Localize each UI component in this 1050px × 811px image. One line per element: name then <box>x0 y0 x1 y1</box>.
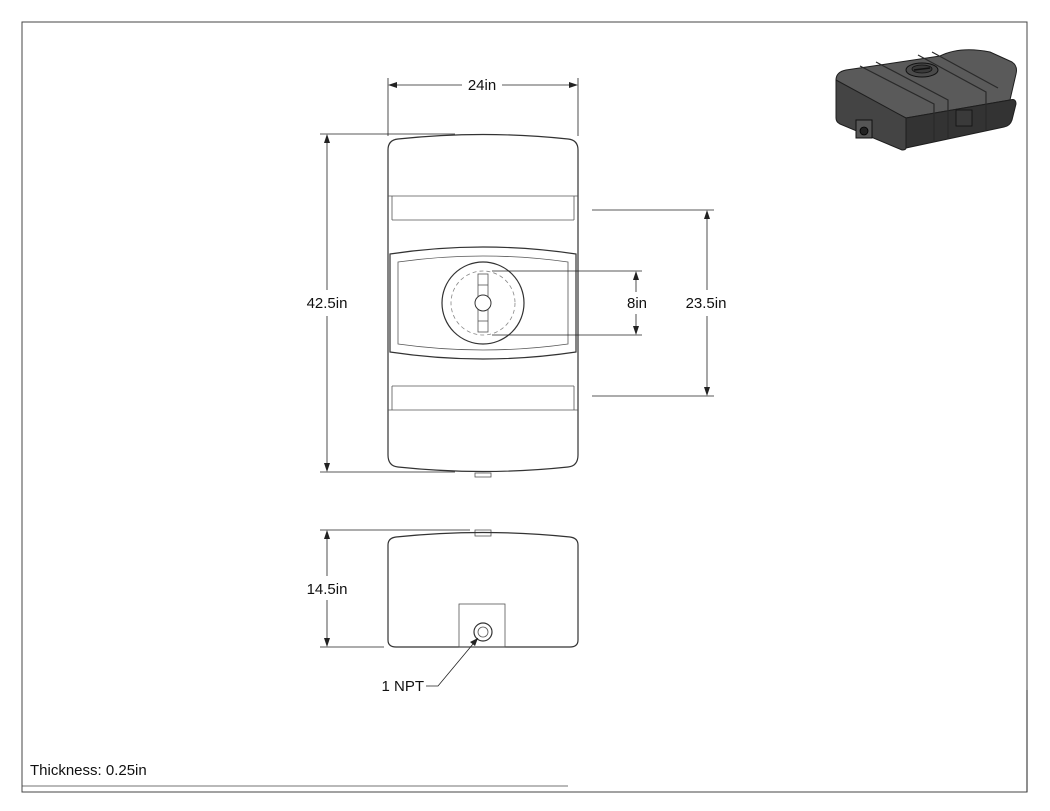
band-spacing-dimension: 23.5in <box>592 209 727 397</box>
tank-top-outline <box>387 133 579 473</box>
thickness-note: Thickness: 0.25in <box>30 762 147 779</box>
length-dimension: 42.5in <box>307 133 455 473</box>
fitting-callout: 1 NPT <box>381 637 479 695</box>
center-panel <box>389 246 577 360</box>
lid-circle <box>441 261 525 345</box>
length-label: 42.5in <box>307 295 348 312</box>
lid-hub <box>474 294 492 312</box>
tank-iso-render <box>835 49 1017 151</box>
fitting-inner <box>477 626 489 638</box>
height-label: 14.5in <box>307 581 348 598</box>
lid-diameter-dimension: 8in <box>492 270 647 336</box>
band-spacing-label: 23.5in <box>686 295 727 312</box>
height-dimension: 14.5in <box>307 529 470 648</box>
width-label: 24in <box>468 77 496 94</box>
top-view <box>387 133 579 478</box>
fitting-label: 1 NPT <box>381 678 424 695</box>
width-dimension: 24in <box>387 77 579 136</box>
fitting-recess <box>458 603 506 648</box>
tank-front-outline <box>387 531 579 648</box>
outlet-stub-top-view <box>474 472 492 478</box>
front-view <box>387 529 579 648</box>
lid-diameter-label: 8in <box>627 295 647 312</box>
fitting-outer <box>473 622 493 642</box>
center-panel-inner <box>397 255 569 351</box>
lid-hidden-circle <box>450 270 516 336</box>
drawing-border <box>21 21 1028 793</box>
